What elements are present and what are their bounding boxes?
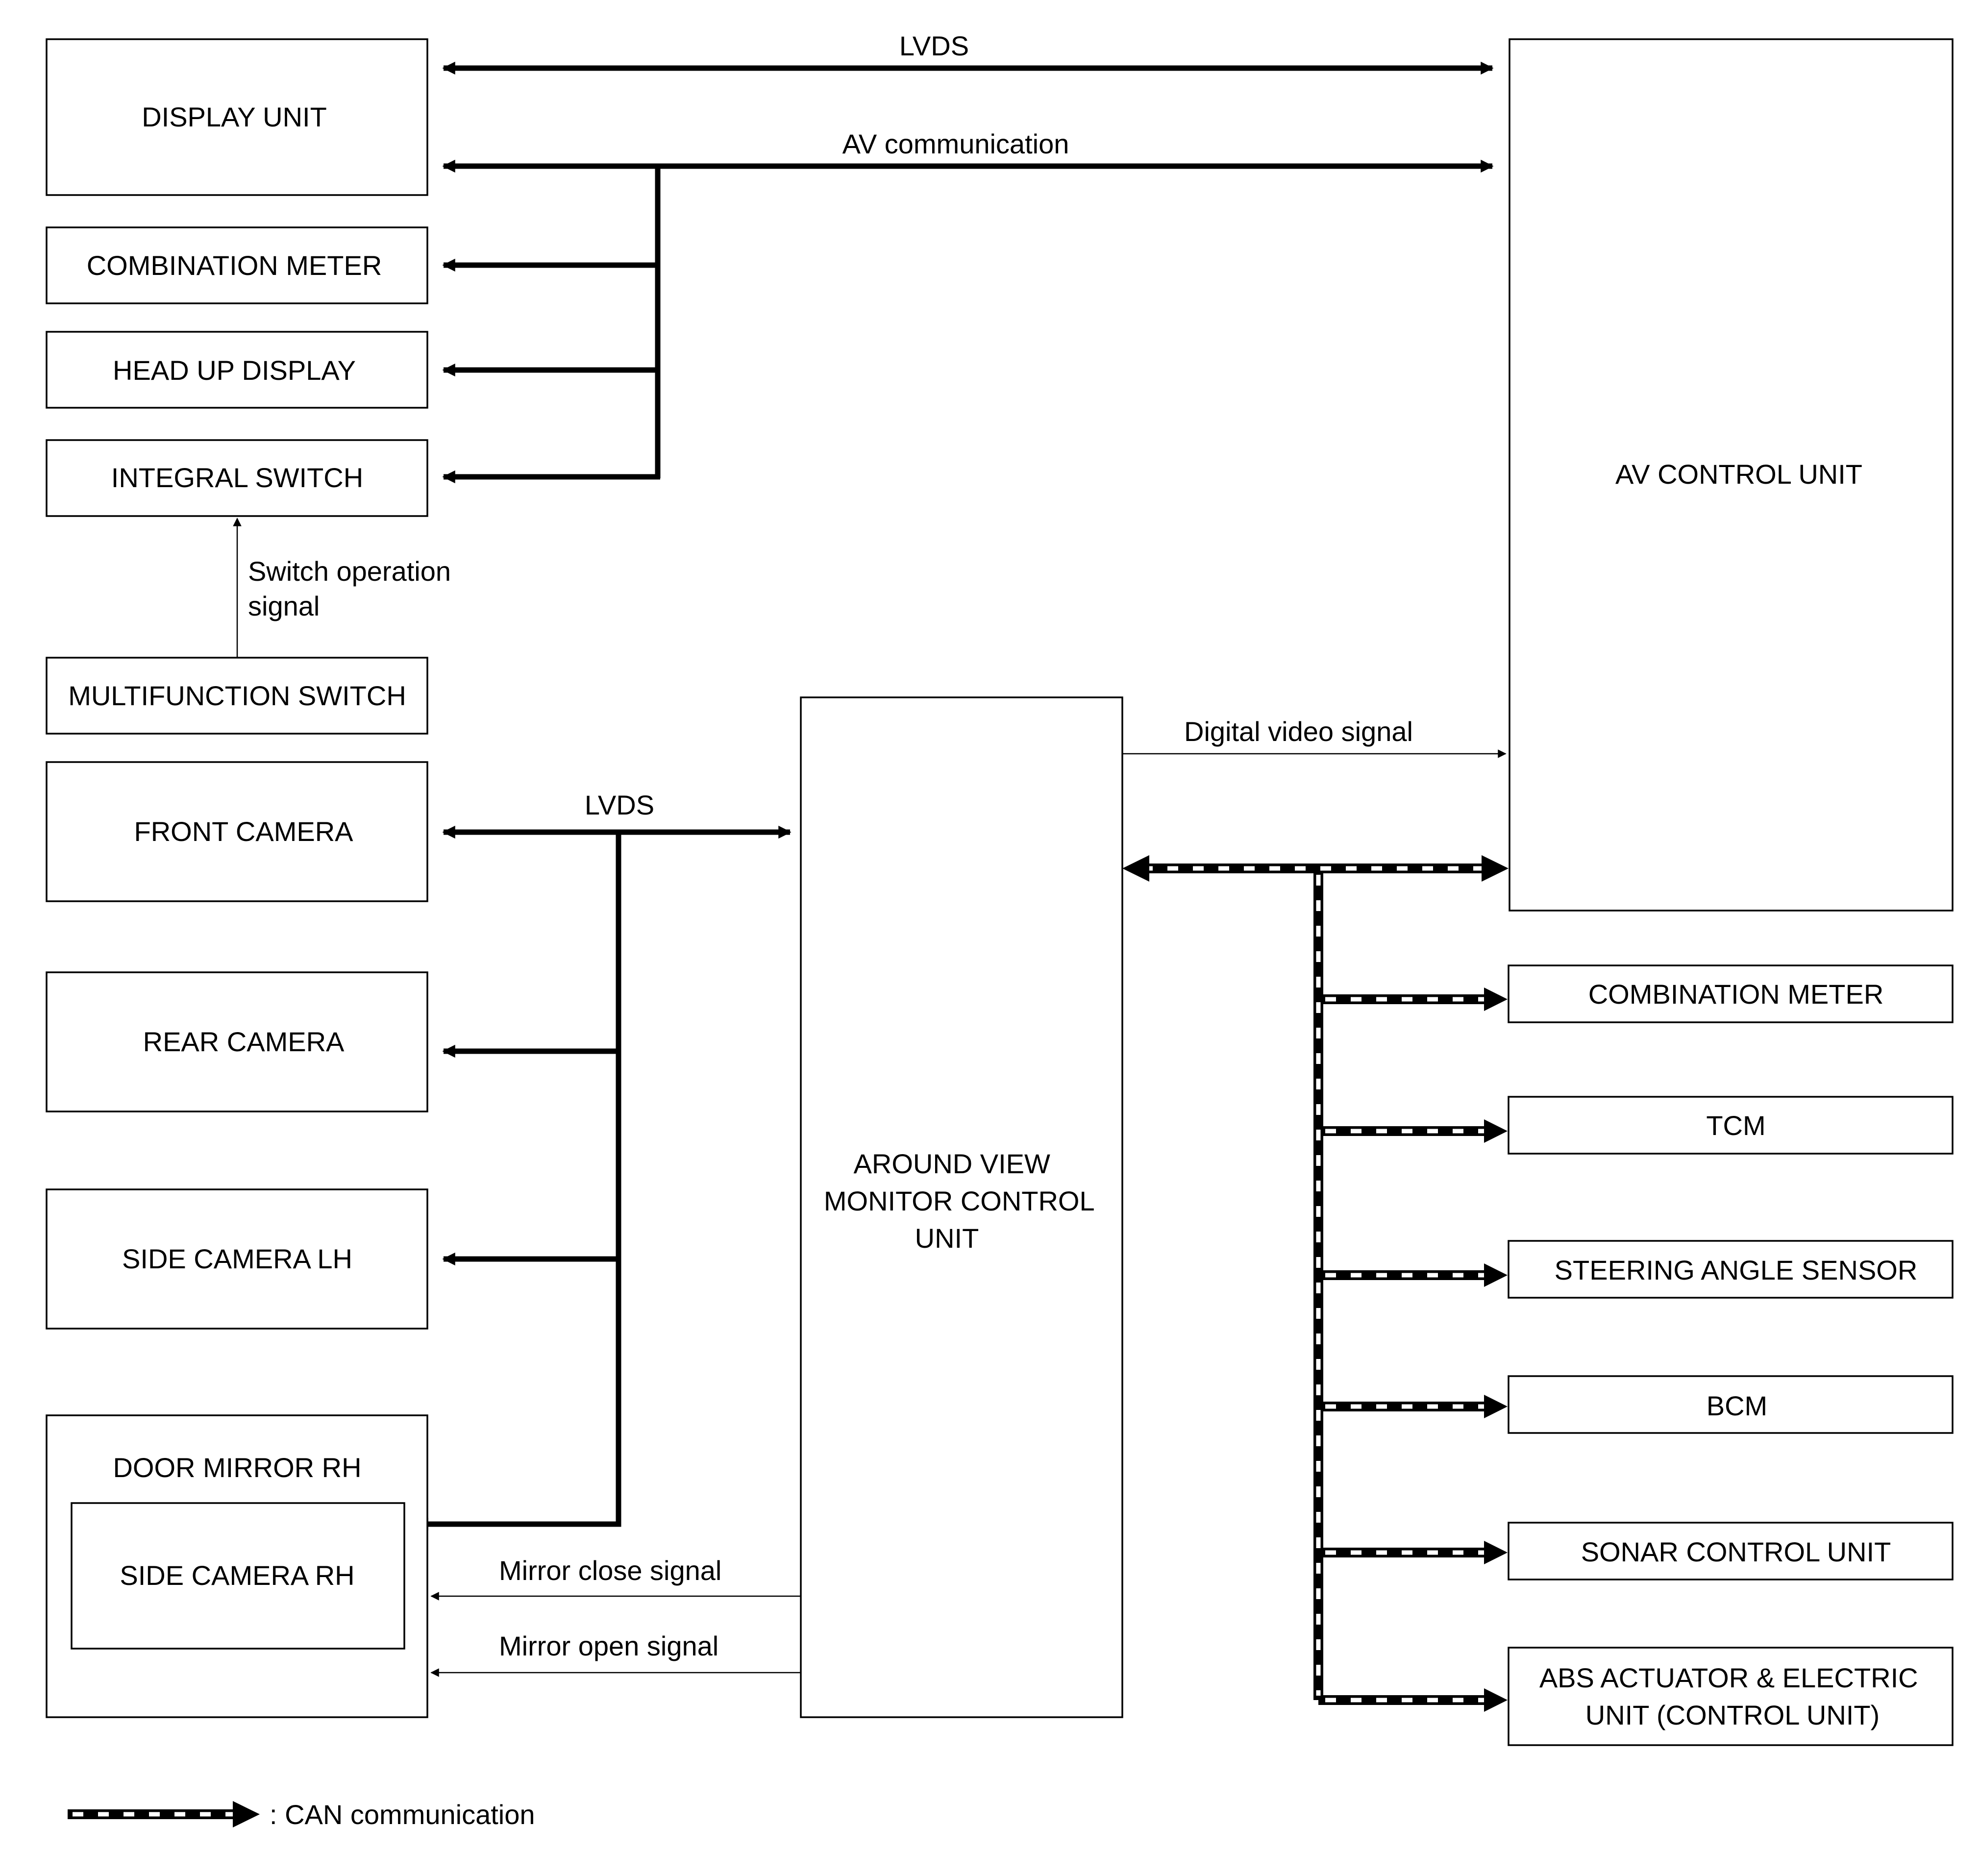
can-arrowhead-steering	[1484, 1263, 1508, 1287]
can-arrowhead-av-monitor	[1122, 855, 1149, 882]
abs-actuator-line-1: ABS ACTUATOR & ELECTRIC	[1539, 1662, 1918, 1693]
switch-operation-label: Switch operation signal	[248, 556, 459, 621]
lvds-top-label: LVDS	[899, 30, 969, 61]
signal-labels: LVDS AV communication Switch operation s…	[248, 30, 1413, 1661]
head-up-display-box: HEAD UP DISPLAY	[46, 331, 428, 409]
abs-actuator-label: ABS ACTUATOR & ELECTRIC UNIT (CONTROL UN…	[1539, 1662, 1926, 1730]
steering-angle-sensor-box: STEERING ANGLE SENSOR	[1508, 1240, 1954, 1299]
right-column-boxes: AV CONTROL UNIT COMBINATION METER TCM ST…	[1508, 38, 1954, 1746]
display-unit-label: DISPLAY UNIT	[142, 101, 327, 132]
av-communication-label: AV communication	[842, 128, 1069, 159]
front-camera-label: FRONT CAMERA	[134, 816, 354, 847]
multifunction-switch-box: MULTIFUNCTION SWITCH	[46, 657, 428, 735]
head-up-display-label: HEAD UP DISPLAY	[113, 355, 356, 386]
switch-operation-line-1: Switch operation	[248, 556, 451, 587]
around-view-monitor-box: AROUND VIEW MONITOR CONTROL UNIT	[800, 696, 1123, 1718]
integral-switch-box: INTEGRAL SWITCH	[46, 439, 428, 517]
mirror-close-label: Mirror close signal	[499, 1555, 721, 1586]
side-camera-lh-label: SIDE CAMERA LH	[122, 1243, 352, 1274]
display-unit-box: DISPLAY UNIT	[46, 38, 428, 196]
side-camera-lh-box: SIDE CAMERA LH	[46, 1188, 428, 1330]
can-arrowhead-tcm	[1484, 1119, 1508, 1143]
combination-meter-left-box: COMBINATION METER	[46, 226, 428, 304]
mirror-open-label: Mirror open signal	[499, 1630, 718, 1661]
legend-can-communication-label: : CAN communication	[270, 1799, 535, 1830]
side-camera-rh-box: SIDE CAMERA RH	[71, 1502, 405, 1650]
around-view-monitor-line-2: MONITOR CONTROL	[824, 1185, 1094, 1216]
av-control-unit-box: AV CONTROL UNIT	[1509, 38, 1954, 912]
lvds-cameras-trunk	[415, 832, 621, 1531]
can-arrowhead-bcm	[1484, 1395, 1508, 1418]
digital-video-label: Digital video signal	[1184, 716, 1413, 747]
can-arrowhead-combination-meter	[1484, 987, 1508, 1011]
door-mirror-rh-box: DOOR MIRROR RH SIDE CAMERA RH	[46, 1414, 428, 1718]
lvds-cameras-label: LVDS	[585, 790, 654, 820]
multifunction-switch-label: MULTIFUNCTION SWITCH	[68, 680, 406, 711]
around-view-monitor-line-3: UNIT	[915, 1223, 979, 1254]
left-column-boxes: DISPLAY UNIT COMBINATION METER HEAD UP D…	[46, 38, 428, 1718]
wires	[233, 61, 1509, 1712]
legend: : CAN communication	[68, 1799, 535, 1830]
tcm-box: TCM	[1508, 1096, 1954, 1155]
rear-camera-label: REAR CAMERA	[143, 1026, 345, 1057]
can-arrowhead-abs	[1484, 1688, 1508, 1712]
door-mirror-rh-label: DOOR MIRROR RH	[113, 1452, 361, 1483]
combination-meter-left-label: COMBINATION METER	[87, 250, 382, 281]
can-arrowhead-av-control	[1482, 855, 1509, 882]
av-control-unit-label: AV CONTROL UNIT	[1615, 459, 1862, 490]
abs-actuator-box: ABS ACTUATOR & ELECTRIC UNIT (CONTROL UN…	[1508, 1647, 1954, 1746]
abs-actuator-line-2: UNIT (CONTROL UNIT)	[1585, 1700, 1880, 1730]
can-arrowhead-sonar	[1484, 1541, 1508, 1564]
side-camera-rh-label: SIDE CAMERA RH	[120, 1560, 354, 1591]
around-view-monitor-line-1: AROUND VIEW	[854, 1148, 1050, 1179]
sonar-control-unit-label: SONAR CONTROL UNIT	[1581, 1536, 1891, 1567]
switch-operation-line-2: signal	[248, 591, 320, 621]
steering-angle-sensor-label: STEERING ANGLE SENSOR	[1555, 1255, 1918, 1285]
center-boxes: AROUND VIEW MONITOR CONTROL UNIT	[800, 696, 1123, 1718]
tcm-label: TCM	[1706, 1110, 1765, 1141]
bcm-box: BCM	[1508, 1375, 1954, 1434]
integral-switch-label: INTEGRAL SWITCH	[111, 462, 363, 493]
sonar-control-unit-box: SONAR CONTROL UNIT	[1508, 1522, 1954, 1580]
around-view-monitor-label: AROUND VIEW MONITOR CONTROL UNIT	[824, 1148, 1101, 1254]
bcm-label: BCM	[1707, 1390, 1767, 1421]
can-network	[1122, 855, 1509, 1712]
front-camera-box: FRONT CAMERA	[46, 761, 428, 902]
combination-meter-right-label: COMBINATION METER	[1588, 979, 1884, 1010]
rear-camera-box: REAR CAMERA	[46, 971, 428, 1112]
legend-can-line-sample	[68, 1801, 260, 1827]
combination-meter-right-box: COMBINATION METER	[1508, 964, 1954, 1023]
